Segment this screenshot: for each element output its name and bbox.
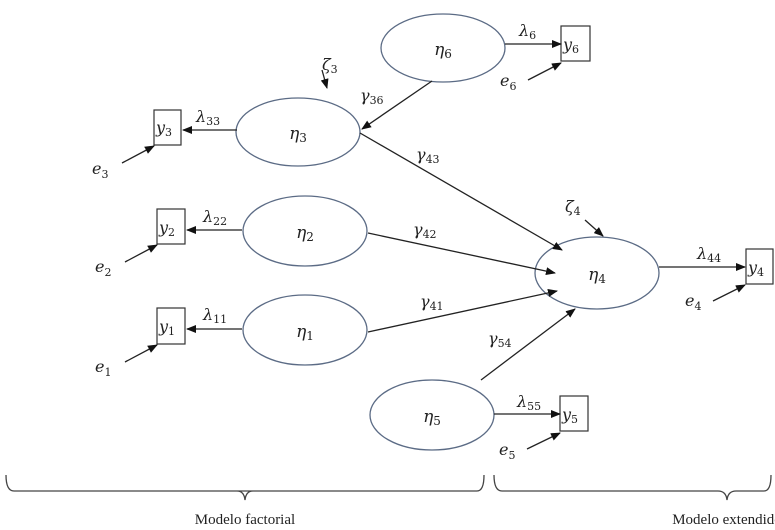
lambda6-label: λ6 <box>518 21 536 42</box>
lambda33-label: λ33 <box>195 107 220 128</box>
zeta3-label: ζ3 <box>322 55 338 76</box>
eta4-label: η4 <box>588 265 606 286</box>
gamma43-label: γ43 <box>416 145 440 166</box>
y2-label: y2 <box>158 218 175 239</box>
caption-modelo-extendido: Modelo extendido <box>672 512 775 528</box>
indicator-y2: y2 <box>156 208 186 245</box>
path-arrow-gamma36 <box>361 80 433 130</box>
indicator-y6: y6 <box>560 25 591 62</box>
eta6-label: η6 <box>434 40 452 61</box>
error-arrow-e5 <box>526 432 561 450</box>
indicator-y1: y1 <box>156 307 186 345</box>
latent-eta2: η2 <box>242 195 368 267</box>
indicator-y3: y3 <box>153 109 182 146</box>
brace-modelo-factorial <box>5 474 485 501</box>
brace-modelo-extendido <box>493 474 772 501</box>
indicator-y4: y4 <box>745 248 774 285</box>
y1-label: y1 <box>158 317 175 338</box>
eta2-label: η2 <box>296 223 314 244</box>
latent-eta5: η5 <box>369 379 495 451</box>
y4-label: y4 <box>747 258 764 279</box>
e3-label: e3 <box>92 159 108 181</box>
lambda22-label: λ22 <box>202 207 227 228</box>
gamma41-label: γ41 <box>420 292 444 313</box>
gamma42-label: γ42 <box>413 220 437 241</box>
e5-label: e5 <box>499 440 515 462</box>
eta3-label: η3 <box>289 124 307 145</box>
gamma54-label: γ54 <box>488 329 512 350</box>
error-arrow-e4 <box>712 284 746 302</box>
latent-eta4: η4 <box>534 236 660 310</box>
latent-eta3: η3 <box>235 97 361 167</box>
e4-label: e4 <box>685 291 701 313</box>
disturbance-arrow-zeta3 <box>320 69 329 89</box>
caption-modelo-factorial: Modelo factorial <box>195 512 295 528</box>
error-arrow-e6 <box>527 62 562 81</box>
path-arrow-gamma54 <box>480 308 576 381</box>
eta1-label: η1 <box>296 322 314 343</box>
error-arrow-e2 <box>124 244 158 263</box>
lambda44-label: λ44 <box>696 244 721 265</box>
disturbance-arrow-zeta4 <box>584 219 604 237</box>
zeta4-label: ζ4 <box>565 197 581 218</box>
lambda55-label: λ55 <box>516 392 541 413</box>
path-arrow-gamma42 <box>367 232 556 276</box>
eta5-label: η5 <box>423 407 441 428</box>
path-arrow-gamma43 <box>359 132 563 251</box>
error-arrow-e3 <box>121 145 155 164</box>
path-arrow-gamma41 <box>367 288 558 333</box>
indicator-y5: y5 <box>559 395 589 432</box>
latent-eta6: η6 <box>380 13 506 83</box>
y5-label: y5 <box>561 405 578 426</box>
y6-label: y6 <box>562 35 579 56</box>
gamma36-label: γ36 <box>360 86 384 107</box>
e2-label: e2 <box>95 257 111 279</box>
e1-label: e1 <box>95 357 111 379</box>
y3-label: y3 <box>155 118 172 139</box>
lambda11-label: λ11 <box>202 305 227 326</box>
error-arrow-e1 <box>124 344 158 363</box>
e6-label: e6 <box>500 71 516 93</box>
latent-eta1: η1 <box>242 294 368 366</box>
